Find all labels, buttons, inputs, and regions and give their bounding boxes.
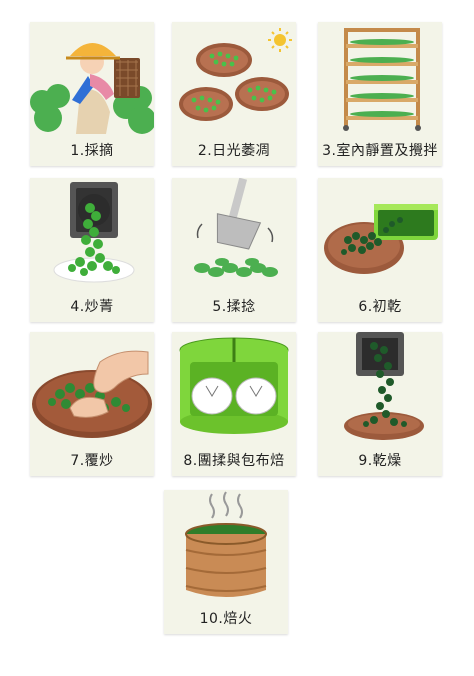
sun-icon [268, 28, 292, 52]
step-label: 2.日光萎凋 [197, 143, 271, 159]
step-card-indoor-resting: 3.室內靜置及攪拌 [318, 22, 442, 166]
step-label: 9.乾燥 [358, 453, 402, 469]
step-card-ball-rolling: 8.團揉與包布焙 [172, 332, 296, 476]
step-card-sun-withering: 2.日光萎凋 [172, 22, 296, 166]
step-card-picking: 1.採摘 [30, 22, 154, 166]
step-label: 6.初乾 [358, 299, 402, 315]
step-label: 4.炒菁 [70, 299, 114, 315]
initial-drying-illustration [318, 178, 442, 290]
rolling-illustration [172, 178, 296, 290]
ball-rolling-machine-illustration [172, 332, 296, 444]
pan-firing-illustration [30, 178, 154, 290]
tea-picker-illustration [30, 22, 154, 134]
step-card-roasting: 10.焙火 [164, 490, 288, 634]
step-label: 8.團揉與包布焙 [183, 453, 285, 469]
step-card-pan-firing: 4.炒菁 [30, 178, 154, 322]
step-label: 1.採摘 [70, 143, 114, 159]
step-label: 3.室內靜置及攪拌 [322, 143, 438, 159]
drying-rack-illustration [318, 22, 442, 134]
step-card-drying: 9.乾燥 [318, 332, 442, 476]
sun-withering-illustration [172, 22, 296, 134]
drying-machine-illustration [318, 332, 442, 444]
step-label: 10.焙火 [199, 611, 253, 627]
refiring-illustration [30, 332, 154, 444]
step-label: 5.揉捻 [212, 299, 256, 315]
step-card-initial-drying: 6.初乾 [318, 178, 442, 322]
step-card-rolling: 5.揉捻 [172, 178, 296, 322]
roasting-basket-illustration [164, 490, 288, 602]
step-label: 7.覆炒 [70, 453, 114, 469]
step-card-refiring: 7.覆炒 [30, 332, 154, 476]
